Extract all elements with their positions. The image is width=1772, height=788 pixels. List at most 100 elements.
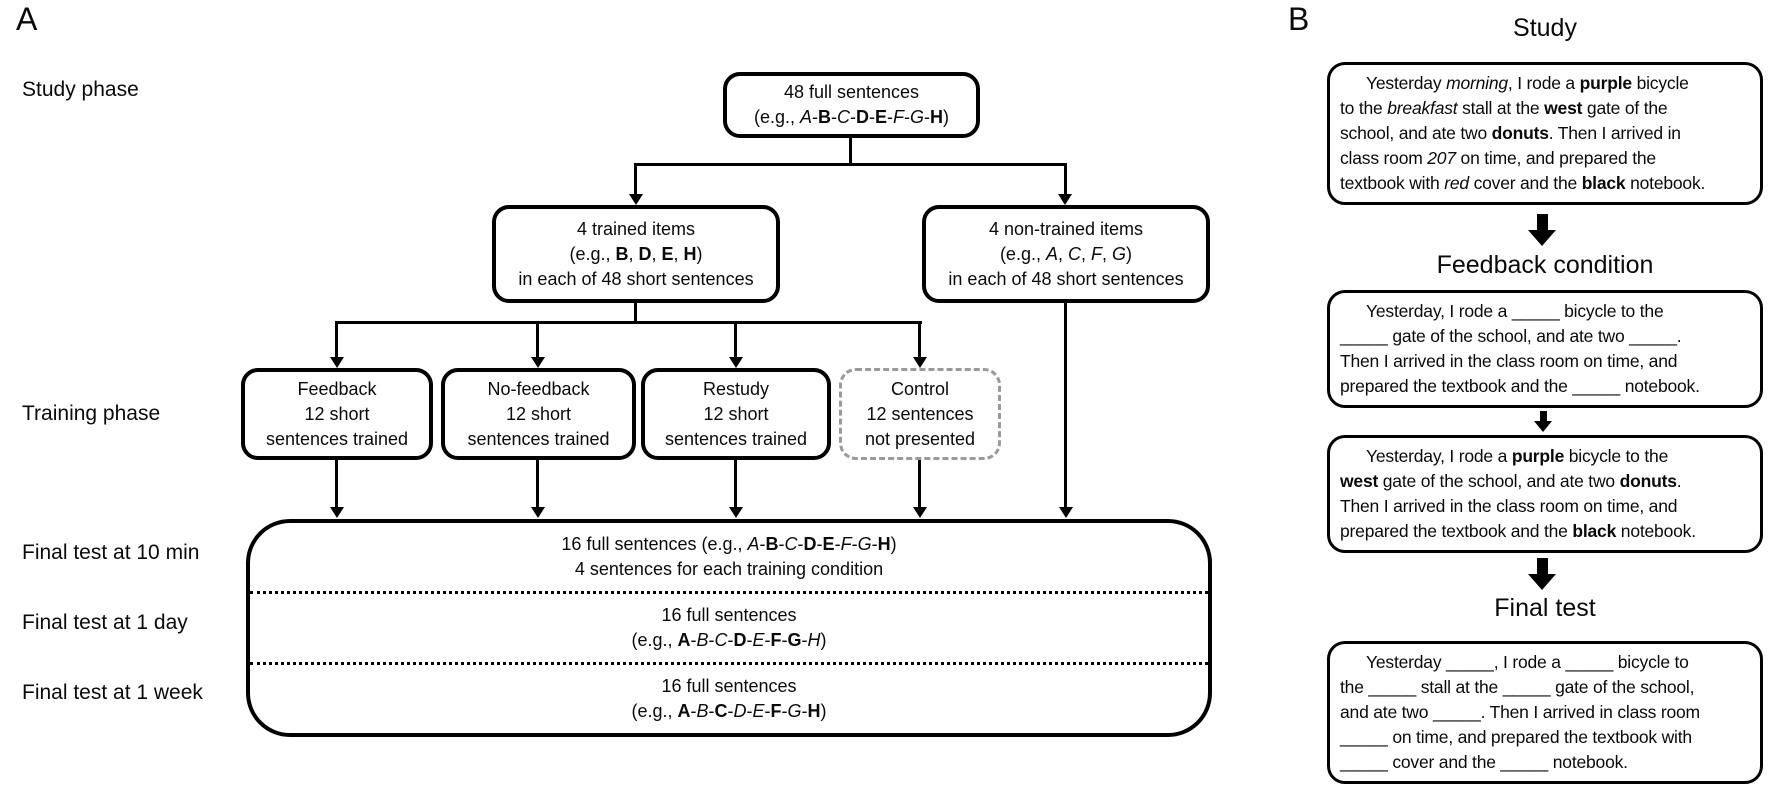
final-test-1week-label: Final test at 1 week [22,681,203,704]
arrow-down-head [629,194,643,205]
flow-line [536,321,539,358]
text-line: 16 full sentences [661,605,797,625]
text-line: not presented [864,428,976,449]
full-sentences-box: 48 full sentences (e.g., A-B-C-D-E-F-G-H… [723,72,980,138]
text-line: and ate two _____. Then I arrived in cla… [1340,702,1700,722]
text-line: 12 short [703,403,769,424]
flow-line [634,163,637,194]
non-trained-items-box: 4 non-trained items (e.g., A, C, F, G) i… [922,205,1210,303]
text-line: 4 non-trained items [988,218,1144,239]
text-line: in each of 48 short sentences [518,268,754,289]
flow-line [634,303,637,324]
text-line: No-feedback [487,378,590,399]
text-line: 4 sentences for each training condition [574,559,884,579]
arrow-down-head [531,507,545,518]
small-down-arrow-icon [1534,411,1552,432]
training-phase-label: Training phase [22,402,161,425]
study-section-title: Study [1513,14,1577,42]
text-line: Yesterday, I rode a _____ bicycle to the [1366,301,1664,321]
final-test-row-10min: 16 full sentences (e.g., A-B-C-D-E-F-G-H… [250,523,1208,591]
arrow-down-head [1059,507,1073,518]
text-line: in each of 48 short sentences [948,268,1184,289]
text-line: Then I arrived in the class room on time… [1340,351,1678,371]
text-line: 4 trained items [576,218,696,239]
text-line: 16 full sentences [661,676,797,696]
text-line: (e.g., A-B-C-D-E-F-G-H) [631,630,827,650]
final-test-10min-label: Final test at 10 min [22,541,200,564]
arrow-shaft [1536,214,1548,230]
flow-line [734,460,737,508]
arrow-down-head [531,357,545,368]
panel-a-label: A [16,1,38,37]
arrow-head [1534,421,1552,432]
text-line: Yesterday morning, I rode a purple bicyc… [1366,73,1689,93]
flow-line [1064,303,1067,508]
text-line: west gate of the school, and ate two don… [1340,471,1682,491]
text-line: prepared the textbook and the _____ note… [1340,376,1700,396]
flow-line [335,321,338,358]
arrow-down-head [913,357,927,368]
text-line: to the breakfast stall at the west gate … [1340,98,1668,118]
flow-line [335,321,922,324]
flow-line [734,321,737,358]
text-line: Yesterday _____, I rode a _____ bicycle … [1366,652,1689,672]
down-arrow-icon [1528,558,1556,590]
down-arrow-icon [1528,214,1556,246]
text-line: sentences trained [664,428,808,449]
feedback-answer-box: Yesterday, I rode a purple bicycle to th… [1327,435,1763,553]
text-line: the _____ stall at the _____ gate of the… [1340,677,1695,697]
text-line: Feedback [297,378,377,399]
text-line: Then I arrived in the class room on time… [1340,496,1678,516]
flow-line [849,136,852,165]
text-line: school, and ate two donuts. Then I arriv… [1340,123,1681,143]
text-line: 12 short [505,403,572,424]
arrow-down-head [729,357,743,368]
panel-b-label: B [1288,1,1310,37]
trained-items-box: 4 trained items (e.g., B, D, E, H) in ea… [492,205,780,303]
arrow-shaft [1536,558,1548,574]
text-line: Restudy [702,378,770,399]
text-line: (e.g., A-B-C-D-E-F-G-H) [631,701,827,721]
restudy-box: Restudy 12 short sentences trained [641,368,831,460]
final-test-section-title: Final test [1494,594,1596,622]
text-line: sentences trained [265,428,409,449]
flow-line [918,460,921,508]
final-test-1day-label: Final test at 1 day [22,611,188,634]
final-test-container: 16 full sentences (e.g., A-B-C-D-E-F-G-H… [246,519,1212,737]
final-test-sentence-box: Yesterday _____, I rode a _____ bicycle … [1327,641,1763,784]
arrow-down-head [913,507,927,518]
text-line: (e.g., A, C, F, G) [999,243,1133,264]
final-test-row-1day: 16 full sentences (e.g., A-B-C-D-E-F-G-H… [250,591,1208,662]
arrow-down-head [729,507,743,518]
text-line: sentences trained [467,428,610,449]
text-line: _____ cover and the _____ notebook. [1340,752,1628,772]
arrow-down-head [330,357,344,368]
arrow-head [1528,574,1556,590]
text-line: _____ on time, and prepared the textbook… [1340,727,1692,747]
study-phase-label: Study phase [22,78,139,101]
text-line: (e.g., A-B-C-D-E-F-G-H) [753,107,950,127]
text-line: 48 full sentences [783,82,920,102]
text-line: 12 sentences [866,403,974,424]
text-line: prepared the textbook and the black note… [1340,521,1696,541]
arrow-down-head [1058,194,1072,205]
feedback-section-title: Feedback condition [1436,251,1654,279]
text-line: class room 207 on time, and prepared the [1340,148,1656,168]
study-sentence-box: Yesterday morning, I rode a purple bicyc… [1327,62,1763,205]
arrow-down-head [330,507,344,518]
text-line: (e.g., B, D, E, H) [569,243,703,264]
text-line: Yesterday, I rode a purple bicycle to th… [1366,446,1669,466]
arrow-shaft [1539,411,1547,421]
arrow-head [1528,230,1556,246]
flow-line [918,321,921,358]
control-box: Control 12 sentences not presented [839,368,1001,460]
text-line: 12 short [304,403,370,424]
feedback-test-box: Yesterday, I rode a _____ bicycle to the… [1327,290,1763,408]
text-line: textbook with red cover and the black no… [1340,173,1706,193]
flow-line [1064,163,1067,194]
text-line: Control [890,378,950,399]
text-line: 16 full sentences (e.g., A-B-C-D-E-F-G-H… [561,534,897,554]
flow-line [335,460,338,508]
flow-line [536,460,539,508]
